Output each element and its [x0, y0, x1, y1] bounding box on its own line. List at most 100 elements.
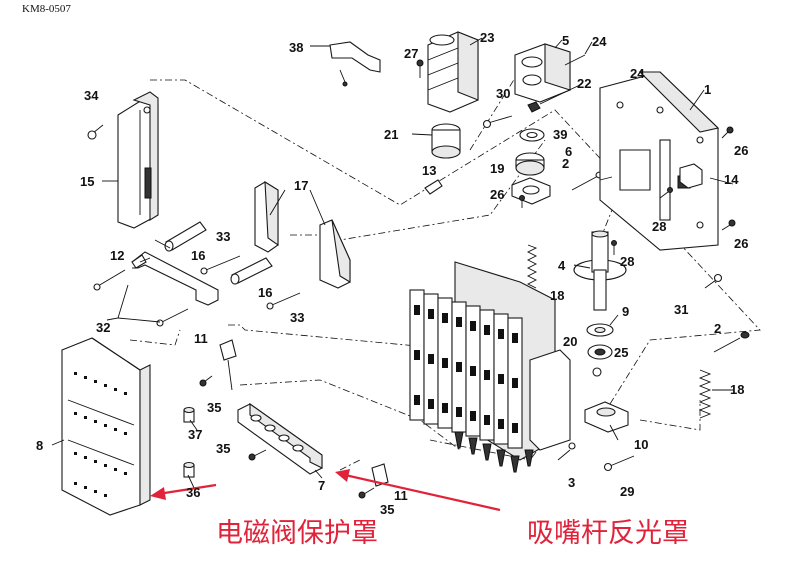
bracket-part-11-upper	[219, 339, 237, 391]
label-7: 7	[318, 478, 325, 493]
head-assembly	[409, 261, 571, 473]
label-33-upper: 33	[216, 229, 230, 244]
shaft-part-4	[573, 230, 627, 311]
bracket-part-38	[329, 41, 381, 87]
label-8: 8	[36, 438, 43, 453]
label-35-b: 35	[216, 441, 230, 456]
callout-reflector-cover: 吸嘴杆反光罩	[527, 518, 689, 549]
ring-part-9	[586, 323, 614, 337]
bracket-part-11-lower	[371, 463, 389, 487]
screw-part-31	[704, 273, 723, 289]
handle-part-12	[131, 251, 219, 306]
clip-part-25	[592, 367, 602, 377]
label-35-a: 35	[207, 400, 221, 415]
spring-part-2-upper	[571, 171, 605, 191]
label-3: 3	[568, 475, 575, 490]
main-plate-part-1	[599, 71, 720, 251]
screw-part-28-plate	[659, 187, 673, 199]
label-1: 1	[704, 82, 711, 97]
flange-part-6	[511, 177, 551, 205]
spacer-part-37	[183, 406, 195, 423]
label-26-mid: 26	[490, 187, 504, 202]
label-25: 25	[614, 345, 628, 360]
label-18-right: 18	[730, 382, 744, 397]
callout-solenoid-cover: 电磁阀保护罩	[216, 518, 378, 549]
label-9: 9	[622, 304, 629, 319]
label-19: 19	[490, 161, 504, 176]
screw-part-32-upper	[93, 269, 126, 291]
document-code: KM8-0507	[22, 3, 71, 15]
block-part-14	[679, 163, 703, 189]
spacer-part-36	[183, 461, 195, 478]
label-33-lower: 33	[290, 310, 304, 325]
label-6: 6	[565, 144, 572, 159]
callout-arrows	[150, 469, 501, 512]
bracket-part-17-left	[254, 180, 279, 253]
valve-column-row	[409, 289, 523, 449]
spring-part-3	[557, 442, 576, 461]
label-28-plate: 28	[652, 219, 666, 234]
screw-part-28-shaft	[611, 240, 617, 255]
coupling-part-21	[431, 123, 461, 159]
leader-lines	[51, 37, 734, 491]
screw-part-35-b	[248, 449, 267, 461]
ring-part-39	[519, 128, 545, 142]
label-20: 20	[563, 334, 577, 349]
label-12: 12	[110, 248, 124, 263]
label-28-shaft: 28	[620, 254, 634, 269]
screw-part-26-mid	[519, 195, 525, 208]
reflector-holes	[250, 414, 304, 452]
solenoid-cover-part-8	[61, 337, 151, 516]
label-24-top: 24	[592, 34, 607, 49]
motor-part-23	[427, 31, 479, 113]
nozzle-tips	[454, 431, 534, 473]
spring-part-2-lower	[713, 331, 750, 353]
label-18-upper: 18	[550, 288, 564, 303]
standoff-part-16-upper	[164, 221, 207, 252]
label-26-lower-right: 26	[734, 236, 748, 251]
label-21: 21	[384, 127, 398, 142]
label-38: 38	[289, 40, 303, 55]
nut-part-22	[527, 101, 541, 113]
spring-part-18-right	[698, 369, 712, 419]
bracket-part-17-right	[319, 219, 351, 289]
part-numbers: 38 27 23 5 24 24 1 34 30 22 21 39 26 6 1…	[36, 30, 748, 517]
screw-part-33-upper	[200, 255, 241, 275]
label-23: 23	[480, 30, 494, 45]
label-29: 29	[620, 484, 634, 499]
label-24-right: 24	[630, 66, 645, 81]
screw-part-26-lower-right	[721, 219, 736, 231]
reflector-cover-part-7	[237, 402, 323, 475]
label-11-upper: 11	[194, 331, 208, 346]
label-2-lower: 2	[714, 321, 721, 336]
label-5: 5	[562, 33, 569, 48]
screw-part-27	[416, 59, 424, 78]
screw-part-33-lower	[266, 292, 301, 310]
label-27: 27	[404, 46, 418, 61]
label-22: 22	[577, 76, 591, 91]
screw-part-30	[482, 115, 513, 129]
label-14: 14	[724, 172, 739, 187]
label-10: 10	[634, 437, 648, 452]
block-part-10	[584, 401, 629, 433]
label-11-lower: 11	[394, 488, 408, 503]
housing-part-5	[514, 43, 571, 103]
label-2-upper: 2	[562, 156, 569, 171]
label-34: 34	[84, 88, 99, 103]
cover-holes	[74, 372, 127, 497]
label-17: 17	[294, 178, 308, 193]
label-26-upper-right: 26	[734, 143, 748, 158]
screw-part-29	[603, 455, 635, 472]
valve-details	[414, 305, 518, 433]
label-15: 15	[80, 174, 94, 189]
label-30: 30	[496, 86, 510, 101]
standoff-part-16-lower	[230, 257, 273, 285]
screw-part-26-upper-right	[721, 126, 734, 139]
pin-part-13	[424, 179, 443, 195]
pin-part-24-top	[564, 54, 586, 66]
label-16-upper: 16	[191, 248, 205, 263]
label-4: 4	[558, 258, 566, 273]
label-37: 37	[188, 427, 202, 442]
label-16-lower: 16	[258, 285, 272, 300]
